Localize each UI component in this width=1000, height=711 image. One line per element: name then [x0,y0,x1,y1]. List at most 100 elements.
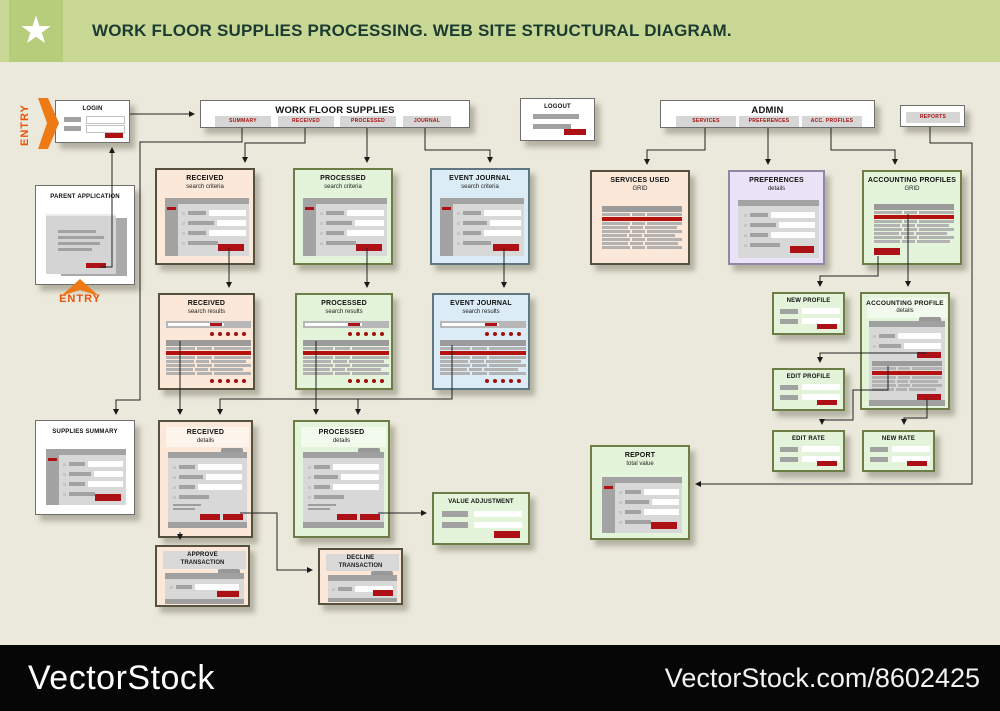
table-row [303,364,389,367]
node-login: LOGIN [55,100,130,143]
input-field[interactable] [802,308,840,314]
node-parent-application: PARENT APPLICATION [35,185,135,285]
node-title: PROCESSED [318,429,365,436]
label-bar [870,457,888,462]
table-row [874,211,954,214]
entry-label-left: ENTRY [19,104,31,146]
node-title: ACCOUNTING PROFILE [866,300,944,307]
submit-button[interactable] [817,324,837,329]
pagination-dots[interactable] [485,379,521,383]
form-row [873,333,941,339]
footer-bar [303,522,384,528]
form-row [173,474,242,480]
tab-acc-profiles[interactable]: ACC. PROFILES [802,116,862,127]
table-row-selected[interactable] [440,351,526,355]
table-row-selected[interactable] [303,351,389,355]
submit-button[interactable] [95,494,121,501]
input-field[interactable] [474,511,522,517]
node-edit-rate: EDIT RATE [772,430,845,472]
submit-button[interactable] [493,244,519,251]
form-row [308,484,379,490]
submit-button[interactable] [817,461,837,466]
input-field[interactable] [892,446,930,452]
action-button[interactable] [337,514,357,520]
progress-bar [303,321,389,328]
tab-preferences[interactable]: PREFERENCES [739,116,799,127]
results-table [440,340,526,375]
table-row [166,360,246,363]
submit-button[interactable] [790,246,814,253]
sidebar-bar [602,483,615,533]
submit-button[interactable] [564,129,586,135]
form-row [873,343,941,349]
node-subtitle: search results [462,308,500,315]
pagination-dots[interactable] [210,379,246,383]
new-profile-button[interactable] [874,248,900,255]
table-row-selected[interactable] [166,351,251,355]
title-strip [163,551,246,569]
tab-processed[interactable]: PROCESSED [340,116,396,127]
table-row [602,246,682,249]
node-subtitle: GRID [904,185,920,192]
action-button[interactable] [917,352,941,358]
form-row [457,210,521,216]
node-title: ADMIN [751,105,784,116]
detail-form-mockup [303,448,384,528]
form-row [182,230,246,236]
submit-button[interactable] [356,244,382,251]
submit-button[interactable] [907,461,927,466]
action-button[interactable] [217,591,239,597]
tab-journal[interactable]: JOURNAL [403,116,451,127]
action-button[interactable] [200,514,220,520]
pagination-dots[interactable] [348,332,384,336]
submit-button[interactable] [817,400,837,405]
folder-tab-bar [303,448,384,458]
node-title: SUPPLIES SUMMARY [52,429,118,435]
tab-received[interactable]: RECEIVED [278,116,334,127]
results-table [303,340,389,375]
node-title: EDIT RATE [791,436,826,442]
table-row [440,360,521,363]
text-line [308,504,336,506]
input-field[interactable] [474,522,522,528]
table-row-selected[interactable] [874,215,954,219]
pagination-dots[interactable] [348,379,384,383]
submit-button[interactable] [494,531,520,538]
form-row [63,481,123,487]
submit-button[interactable] [218,244,244,251]
red-marker [442,207,451,210]
table-row-selected[interactable] [602,217,682,221]
pagination-dots[interactable] [210,332,246,336]
input-field[interactable] [86,125,125,133]
label-bar [780,385,798,390]
submit-button[interactable] [86,263,106,268]
action-button[interactable] [373,590,393,596]
pagination-dots[interactable] [485,332,521,336]
tab-summary[interactable]: SUMMARY [215,116,271,127]
node-processed-details: PROCESSED details [293,420,390,538]
node-subtitle: search results [325,308,363,315]
tab-services[interactable]: SERVICES [676,116,736,127]
input-field[interactable] [802,446,840,452]
input-field[interactable] [802,384,840,390]
tab-reports[interactable]: REPORTS [906,112,960,123]
vectorstock-url[interactable]: VectorStock.com/8602425 [664,662,980,693]
action-button[interactable] [223,514,243,520]
submit-button[interactable] [651,522,677,529]
table-row [440,347,526,350]
node-report-total-value: REPORT total value [590,445,690,540]
node-subtitle: search criteria [324,183,362,190]
node-received-details: RECEIVED details [158,420,253,538]
star-icon: ★ [18,10,54,52]
table-row [874,232,947,235]
toolbar-bar [738,200,819,206]
node-subtitle: details [896,308,914,315]
table-row-selected[interactable] [872,371,942,375]
form-row [457,230,521,236]
submit-button[interactable] [105,133,123,138]
action-button[interactable] [360,514,380,520]
node-accounting-profile-details: ACCOUNTING PROFILE details [860,292,950,410]
input-field[interactable] [86,116,125,124]
table-row [872,380,938,383]
label-bar [780,309,798,314]
